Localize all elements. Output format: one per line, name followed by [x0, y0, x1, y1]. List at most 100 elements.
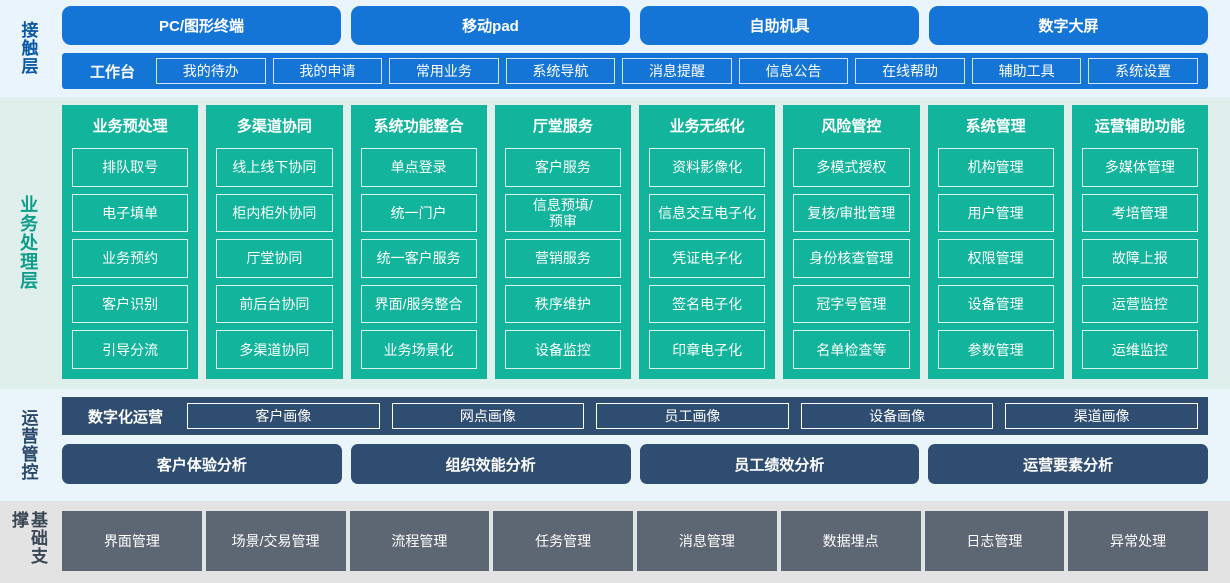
biz-item-banknote-serial-management[interactable]: 冠字号管理	[793, 284, 910, 324]
biz-item-multi-channel-collab[interactable]: 多渠道协同	[216, 330, 333, 369]
digital-operations-row: 数字化运营 客户画像 网点画像 员工画像 设备画像 渠道画像	[62, 397, 1208, 435]
biz-item-unified-portal[interactable]: 统一门户	[360, 193, 477, 233]
foundation-data-tracking[interactable]: 数据埋点	[780, 511, 921, 571]
biz-item-user-management[interactable]: 用户管理	[937, 193, 1054, 233]
business-column-lobby-service: 厅堂服务 客户服务 信息预填/ 预审 营销服务 秩序维护 设备监控	[494, 105, 631, 379]
biz-item-info-prefill-prereview[interactable]: 信息预填/ 预审	[504, 193, 621, 233]
layer-operations-label: 运营管控	[18, 409, 38, 481]
biz-item-marketing-service[interactable]: 营销服务	[504, 239, 621, 278]
foundation-log-management[interactable]: 日志管理	[924, 511, 1065, 571]
biz-item-single-sign-on[interactable]: 单点登录	[360, 148, 477, 187]
biz-item-customer-identification[interactable]: 客户识别	[72, 284, 189, 324]
foundation-row: 界面管理 场景/交易管理 流程管理 任务管理 消息管理 数据埋点 日志管理 异常…	[56, 511, 1230, 571]
portrait-branch[interactable]: 网点画像	[391, 403, 585, 429]
biz-item-operation-monitoring[interactable]: 运营监控	[1081, 284, 1198, 324]
analysis-organization-efficiency[interactable]: 组织效能分析	[350, 444, 631, 484]
biz-item-front-back-office-collab[interactable]: 前后台协同	[216, 284, 333, 324]
biz-item-voucher-electronic[interactable]: 凭证电子化	[649, 239, 766, 278]
column-title: 厅堂服务	[532, 118, 593, 135]
biz-item-identity-verification-management[interactable]: 身份核查管理	[793, 239, 910, 278]
channel-digital-screen[interactable]: 数字大屏	[929, 6, 1208, 46]
portrait-channel[interactable]: 渠道画像	[1005, 403, 1198, 429]
biz-item-business-scenario[interactable]: 业务场景化	[360, 330, 477, 369]
analysis-customer-experience[interactable]: 客户体验分析	[62, 444, 342, 484]
biz-item-parameter-management[interactable]: 参数管理	[937, 330, 1054, 369]
foundation-process-management[interactable]: 流程管理	[349, 511, 490, 571]
analysis-operation-factors[interactable]: 运营要素分析	[928, 444, 1208, 484]
biz-item-multi-mode-authorization[interactable]: 多模式授权	[793, 148, 910, 187]
column-title: 系统管理	[965, 118, 1026, 135]
biz-item-counter-inside-outside-collab[interactable]: 柜内柜外协同	[216, 193, 333, 233]
biz-item-review-approval-management[interactable]: 复核/审批管理	[793, 193, 910, 233]
workbench-title: 工作台	[90, 63, 136, 81]
biz-item-document-imaging[interactable]: 资料影像化	[649, 148, 766, 187]
column-title: 业务预处理	[92, 118, 168, 135]
column-title: 运营辅助功能	[1094, 118, 1185, 135]
business-columns: 业务预处理 排队取号 电子填单 业务预约 客户识别 引导分流 多渠道协同 线上线…	[56, 105, 1230, 379]
workbench-item-auxiliary-tools[interactable]: 辅助工具	[971, 58, 1082, 85]
workbench-item-information-bulletin[interactable]: 信息公告	[738, 58, 849, 85]
biz-item-business-reservation[interactable]: 业务预约	[72, 239, 189, 278]
layer-business-body: 业务预处理 排队取号 电子填单 业务预约 客户识别 引导分流 多渠道协同 线上线…	[56, 105, 1230, 379]
channel-mobile-pad[interactable]: 移动pad	[351, 6, 630, 46]
biz-item-fault-reporting[interactable]: 故障上报	[1081, 239, 1198, 278]
workbench-item-my-application[interactable]: 我的申请	[272, 58, 383, 85]
biz-item-unified-customer-service[interactable]: 统一客户服务	[360, 239, 477, 278]
biz-item-queue-number[interactable]: 排队取号	[72, 148, 189, 187]
workbench-item-my-todo[interactable]: 我的待办	[156, 58, 266, 85]
biz-item-order-maintenance[interactable]: 秩序维护	[504, 284, 621, 324]
workbench-item-system-navigation[interactable]: 系统导航	[505, 58, 616, 85]
foundation-task-management[interactable]: 任务管理	[493, 511, 633, 571]
business-column-risk-control: 风险管控 多模式授权 复核/审批管理 身份核查管理 冠字号管理 名单检查等	[783, 105, 920, 379]
foundation-exception-handling[interactable]: 异常处理	[1068, 511, 1208, 571]
layer-contact-label: 接触层	[18, 20, 38, 75]
biz-item-maintenance-monitoring[interactable]: 运维监控	[1081, 330, 1198, 369]
biz-item-organization-management[interactable]: 机构管理	[937, 148, 1054, 187]
layer-contact-body: PC/图形终端 移动pad 自助机具 数字大屏 工作台 我的待办 我的申请 常用…	[56, 6, 1230, 89]
biz-item-lobby-collab[interactable]: 厅堂协同	[216, 239, 333, 278]
biz-item-device-monitoring[interactable]: 设备监控	[504, 330, 621, 369]
analysis-row: 客户体验分析 组织效能分析 员工绩效分析 运营要素分析	[62, 444, 1208, 484]
foundation-scenario-transaction-management[interactable]: 场景/交易管理	[205, 511, 346, 571]
portrait-device[interactable]: 设备画像	[800, 403, 994, 429]
biz-item-seal-electronic[interactable]: 印章电子化	[649, 330, 766, 369]
workbench-item-system-settings[interactable]: 系统设置	[1088, 58, 1198, 85]
biz-item-multimedia-management[interactable]: 多媒体管理	[1081, 148, 1198, 187]
layer-operations: 运营管控 数字化运营 客户画像 网点画像 员工画像 设备画像 渠道画像 客户体验…	[0, 389, 1230, 501]
biz-item-info-exchange-electronic[interactable]: 信息交互电子化	[649, 193, 766, 233]
layer-business: 业务处理层 业务预处理 排队取号 电子填单 业务预约 客户识别 引导分流 多渠道…	[0, 97, 1230, 389]
layer-contact: 接触层 PC/图形终端 移动pad 自助机具 数字大屏 工作台 我的待办 我的申…	[0, 0, 1230, 97]
biz-item-permission-management[interactable]: 权限管理	[937, 239, 1054, 278]
portrait-customer[interactable]: 客户画像	[187, 403, 380, 429]
layer-business-label: 业务处理层	[18, 194, 39, 290]
biz-item-device-management[interactable]: 设备管理	[937, 284, 1054, 324]
workbench-item-common-business[interactable]: 常用业务	[389, 58, 499, 85]
biz-item-ui-service-integration[interactable]: 界面/服务整合	[360, 284, 477, 324]
biz-item-electronic-form[interactable]: 电子填单	[72, 193, 189, 233]
layer-foundation-label: 基础支撑	[9, 511, 48, 565]
layer-foundation: 基础支撑 界面管理 场景/交易管理 流程管理 任务管理 消息管理 数据埋点 日志…	[0, 501, 1230, 583]
biz-item-signature-electronic[interactable]: 签名电子化	[649, 284, 766, 324]
workbench-item-message-alert[interactable]: 消息提醒	[622, 58, 732, 85]
column-title: 业务无纸化	[669, 118, 745, 135]
workbench-row: 工作台 我的待办 我的申请 常用业务 系统导航 消息提醒 信息公告 在线帮助 辅…	[62, 53, 1208, 89]
biz-item-watchlist-check[interactable]: 名单检查等	[793, 330, 910, 369]
channel-self-service[interactable]: 自助机具	[640, 6, 919, 46]
channel-pc[interactable]: PC/图形终端	[62, 6, 341, 46]
layer-foundation-body: 界面管理 场景/交易管理 流程管理 任务管理 消息管理 数据埋点 日志管理 异常…	[56, 511, 1230, 571]
biz-item-online-offline-collab[interactable]: 线上线下协同	[216, 148, 333, 187]
biz-item-customer-service[interactable]: 客户服务	[504, 148, 621, 187]
workbench-item-online-help[interactable]: 在线帮助	[855, 58, 965, 85]
biz-item-training-management[interactable]: 考培管理	[1081, 193, 1198, 233]
digital-operations-title: 数字化运营	[88, 408, 164, 426]
portrait-employee[interactable]: 员工画像	[596, 403, 789, 429]
biz-item-guidance-diversion[interactable]: 引导分流	[72, 330, 189, 369]
business-column-system-management: 系统管理 机构管理 用户管理 权限管理 设备管理 参数管理	[927, 105, 1064, 379]
analysis-employee-performance[interactable]: 员工绩效分析	[639, 444, 920, 484]
foundation-message-management[interactable]: 消息管理	[637, 511, 777, 571]
layer-operations-body: 数字化运营 客户画像 网点画像 员工画像 设备画像 渠道画像 客户体验分析 组织…	[56, 397, 1230, 493]
column-title: 风险管控	[821, 118, 882, 135]
business-column-paperless: 业务无纸化 资料影像化 信息交互电子化 凭证电子化 签名电子化 印章电子化	[639, 105, 776, 379]
foundation-ui-management[interactable]: 界面管理	[62, 511, 202, 571]
